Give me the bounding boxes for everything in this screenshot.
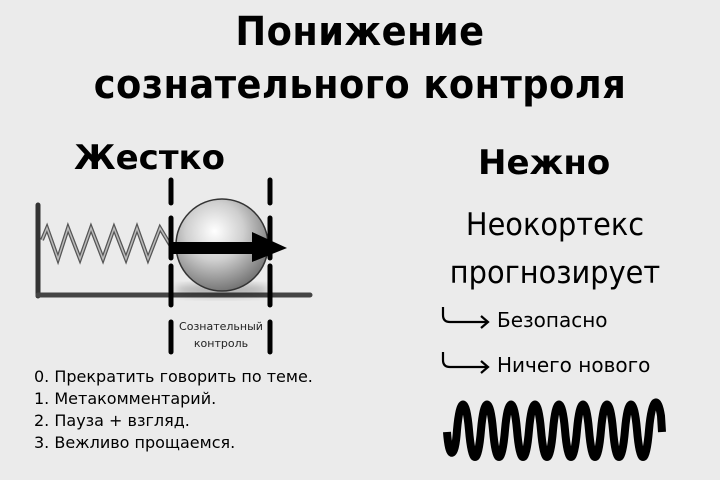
step-item: 2. Пауза + взгляд.	[34, 411, 190, 430]
conscious-control-caption: Сознательный контроль	[172, 318, 270, 352]
step-item: 1. Метакомментарий.	[34, 389, 217, 408]
outcome-label: Безопасно	[497, 308, 608, 332]
subtitle-line-1: Неокортекс	[465, 207, 645, 243]
caption-line-1: Сознательный	[179, 320, 263, 333]
return-arrow-icon	[441, 352, 490, 374]
heading-soft: Нежно	[478, 143, 611, 183]
step-item: 3. Вежливо прощаемся.	[34, 433, 236, 452]
heading-hard: Жестко	[74, 138, 225, 178]
caption-line-2: контроль	[193, 337, 249, 350]
steps-list: 0. Прекратить говорить по теме. 1. Метак…	[34, 366, 313, 454]
axis-lines	[35, 202, 313, 303]
step-item: 0. Прекратить говорить по теме.	[34, 367, 313, 386]
spring-icon	[40, 222, 174, 266]
title-line-2: сознательного контроля	[93, 62, 627, 108]
title-line-1: Понижение	[235, 9, 485, 55]
dashed-boundary-lines	[168, 177, 273, 355]
outcome-label: Ничего нового	[497, 353, 651, 377]
subtitle-line-2: прогнозирует	[449, 255, 661, 291]
return-arrow-icon	[441, 307, 490, 329]
